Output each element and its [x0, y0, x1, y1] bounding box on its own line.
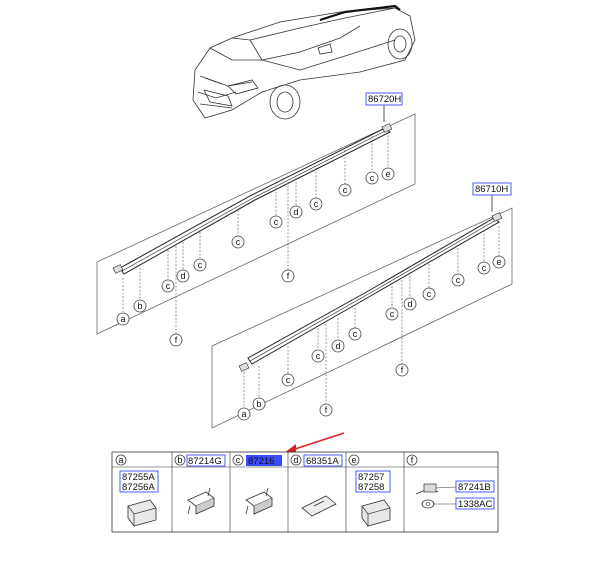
- legend-part-87241B: 87241B: [458, 482, 491, 493]
- end-cap-sketch-e: [361, 499, 391, 527]
- svg-text:b: b: [137, 301, 142, 311]
- svg-text:d: d: [293, 455, 298, 465]
- svg-text:c: c: [427, 289, 432, 299]
- svg-text:c: c: [198, 260, 203, 270]
- clip-sketch-b: [187, 487, 215, 515]
- legend-part-87257: 87257: [358, 472, 384, 483]
- svg-text:d: d: [293, 207, 298, 217]
- end-cap-sketch-a: [127, 499, 157, 527]
- svg-text:d: d: [407, 299, 412, 309]
- svg-text:c: c: [236, 237, 241, 247]
- upper-assembly-frame: [96, 113, 416, 335]
- car-illustration: [192, 4, 416, 120]
- lower-assembly-frame: [211, 207, 513, 429]
- legend-part-1338AC: 1338AC: [458, 499, 492, 510]
- legend-table: a b c d e f 87214G 87216 68351A 87255A 8…: [111, 451, 499, 533]
- lower-callouts: a b c c d c f c d c f c c e: [237, 255, 506, 421]
- svg-text:c: c: [166, 281, 171, 291]
- upper-part-number: 86720H: [368, 94, 401, 105]
- red-arrow-pointer: [284, 432, 345, 454]
- svg-text:c: c: [390, 309, 395, 319]
- svg-text:c: c: [353, 329, 358, 339]
- svg-text:c: c: [482, 263, 487, 273]
- svg-text:f: f: [287, 271, 290, 281]
- lower-roof-rail: [238, 212, 503, 372]
- legend-part-87255A: 87255A: [122, 472, 155, 483]
- svg-text:b: b: [177, 455, 182, 465]
- svg-text:a: a: [120, 314, 125, 324]
- svg-text:e: e: [496, 257, 501, 267]
- upper-roof-rail: [112, 123, 393, 275]
- svg-text:c: c: [456, 275, 461, 285]
- legend-part-87258: 87258: [358, 482, 384, 493]
- legend-part-68351A: 68351A: [306, 456, 339, 467]
- svg-text:c: c: [343, 185, 348, 195]
- svg-text:f: f: [401, 365, 404, 375]
- svg-text:a: a: [118, 455, 123, 465]
- svg-text:f: f: [411, 455, 414, 465]
- svg-text:e: e: [351, 455, 356, 465]
- svg-text:d: d: [180, 271, 185, 281]
- svg-text:f: f: [325, 405, 328, 415]
- upper-leaders: [122, 132, 389, 334]
- legend-part-87216: 87216: [248, 456, 274, 467]
- svg-text:e: e: [385, 169, 390, 179]
- pad-sketch-d: [301, 495, 337, 517]
- clip-sketch-c: [245, 487, 273, 515]
- upper-callouts: a b c d c f c c d c f c c e: [116, 167, 395, 347]
- svg-text:b: b: [256, 399, 261, 409]
- svg-text:c: c: [274, 217, 279, 227]
- svg-text:c: c: [314, 199, 319, 209]
- svg-text:c: c: [286, 375, 291, 385]
- bolt-nut-sketch-f: [415, 483, 457, 509]
- svg-text:a: a: [241, 409, 246, 419]
- svg-text:c: c: [316, 351, 321, 361]
- svg-text:d: d: [335, 341, 340, 351]
- lower-part-number: 86710H: [475, 184, 508, 195]
- svg-text:f: f: [175, 335, 178, 345]
- svg-text:c: c: [370, 173, 375, 183]
- legend-part-87256A: 87256A: [122, 482, 155, 493]
- lower-leaders: [243, 226, 500, 408]
- legend-part-87214G: 87214G: [188, 456, 222, 467]
- svg-text:c: c: [236, 455, 241, 465]
